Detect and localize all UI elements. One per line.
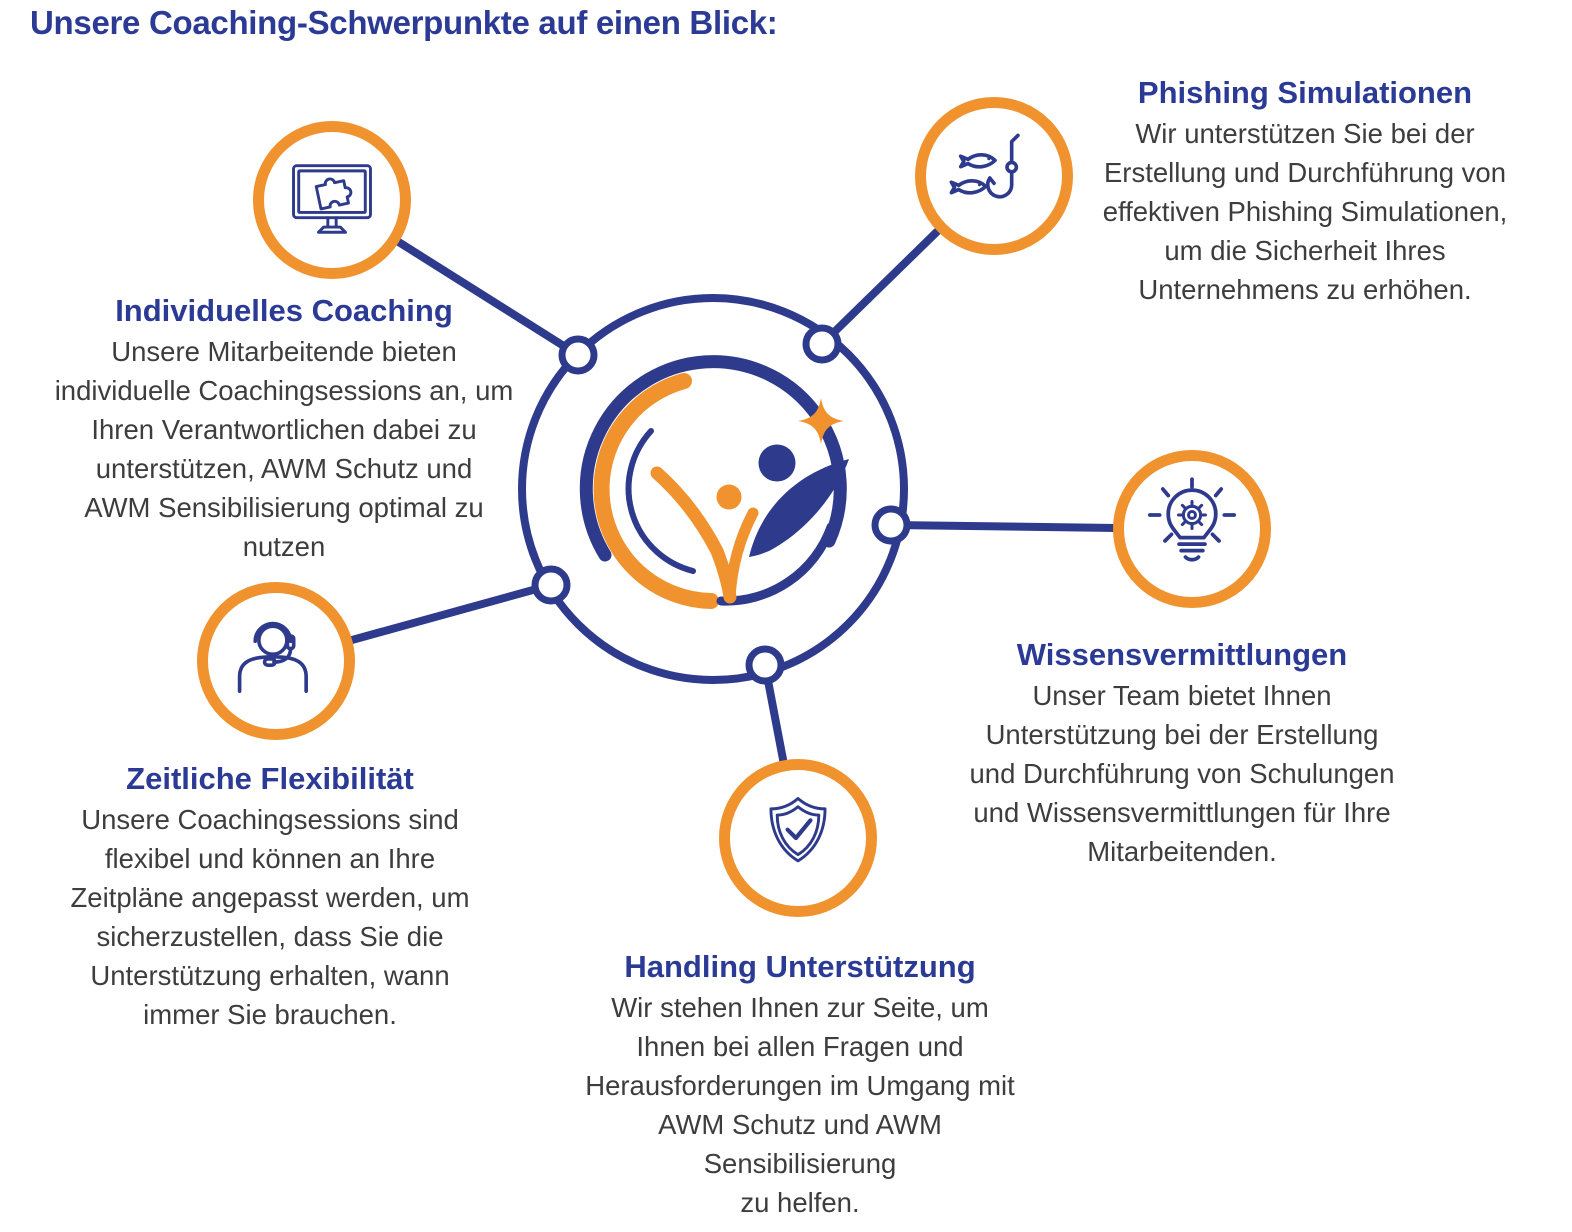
spoke-heading: Zeitliche Flexibilität (126, 761, 414, 796)
hub-node (745, 645, 785, 685)
company-logo (579, 355, 849, 609)
hub-ring (518, 294, 908, 684)
icon-circle-phishing-simulationen (915, 97, 1073, 255)
spoke-text-handling-unterstuetzung: Handling Unterstützung Wir stehen Ihnen … (540, 948, 1060, 1222)
spoke-body: Wir stehen Ihnen zur Seite, um Ihnen bei… (585, 992, 1015, 1218)
hub-node (871, 505, 911, 545)
spoke-text-individuelles-coaching: Individuelles Coaching Unsere Mitarbeite… (24, 292, 544, 566)
spoke-heading: Phishing Simulationen (1137, 75, 1473, 110)
fishing-hook-icon (949, 133, 1020, 199)
hub-nodes (531, 324, 911, 685)
spoke-heading: Handling Unterstützung (624, 949, 976, 984)
spoke-heading: Wissensvermittlungen (1016, 637, 1348, 672)
spoke-body: Wir unterstützen Sie bei der Erstellung … (1102, 118, 1508, 305)
icon-circle-wissensvermittlungen (1113, 450, 1271, 608)
lightbulb-gear-icon (1147, 477, 1237, 562)
hub-node (802, 324, 842, 364)
spoke-body: Unsere Mitarbeitende bieten individuelle… (54, 336, 514, 562)
logo-orange-arc (593, 373, 719, 609)
logo-blue-arc (579, 355, 847, 562)
headset-person-icon (237, 621, 308, 693)
page-title: Unsere Coaching-Schwerpunkte auf einen B… (30, 4, 778, 41)
spoke-text-zeitliche-flexibilitaet: Zeitliche Flexibilität Unsere Coachingse… (10, 760, 530, 1034)
spoke-body: Unsere Coachingsessions sind flexibel un… (70, 804, 470, 1030)
logo-blue-figure-head (758, 444, 796, 482)
logo-orange-figure-body-right (724, 507, 759, 603)
hub-node (558, 335, 598, 375)
logo-inner-thin-arc (625, 428, 696, 574)
icon-circle-individuelles-coaching (253, 121, 411, 279)
logo-blue-figure-body (749, 459, 849, 557)
gear-glyph (1176, 499, 1208, 530)
spoke-text-wissensvermittlungen: Wissensvermittlungen Unser Team bietet I… (922, 636, 1442, 871)
spoke-body: Unser Team bietet Ihnen Unterstützung be… (969, 680, 1395, 867)
hub-node (531, 565, 571, 605)
spoke-text-phishing-simulationen: Phishing Simulationen Wir unterstützen S… (1045, 74, 1565, 309)
sparkle-icon (798, 398, 844, 444)
monitor-puzzle-icon (292, 164, 372, 234)
spoke-heading: Individuelles Coaching (115, 293, 453, 328)
icon-circle-zeitliche-flexibilitaet (197, 582, 355, 740)
logo-bottom-swoosh (716, 522, 836, 606)
shield-check-icon (769, 797, 827, 863)
logo-orange-figure-head (716, 484, 742, 510)
icon-circle-handling-unterstuetzung (719, 759, 877, 917)
